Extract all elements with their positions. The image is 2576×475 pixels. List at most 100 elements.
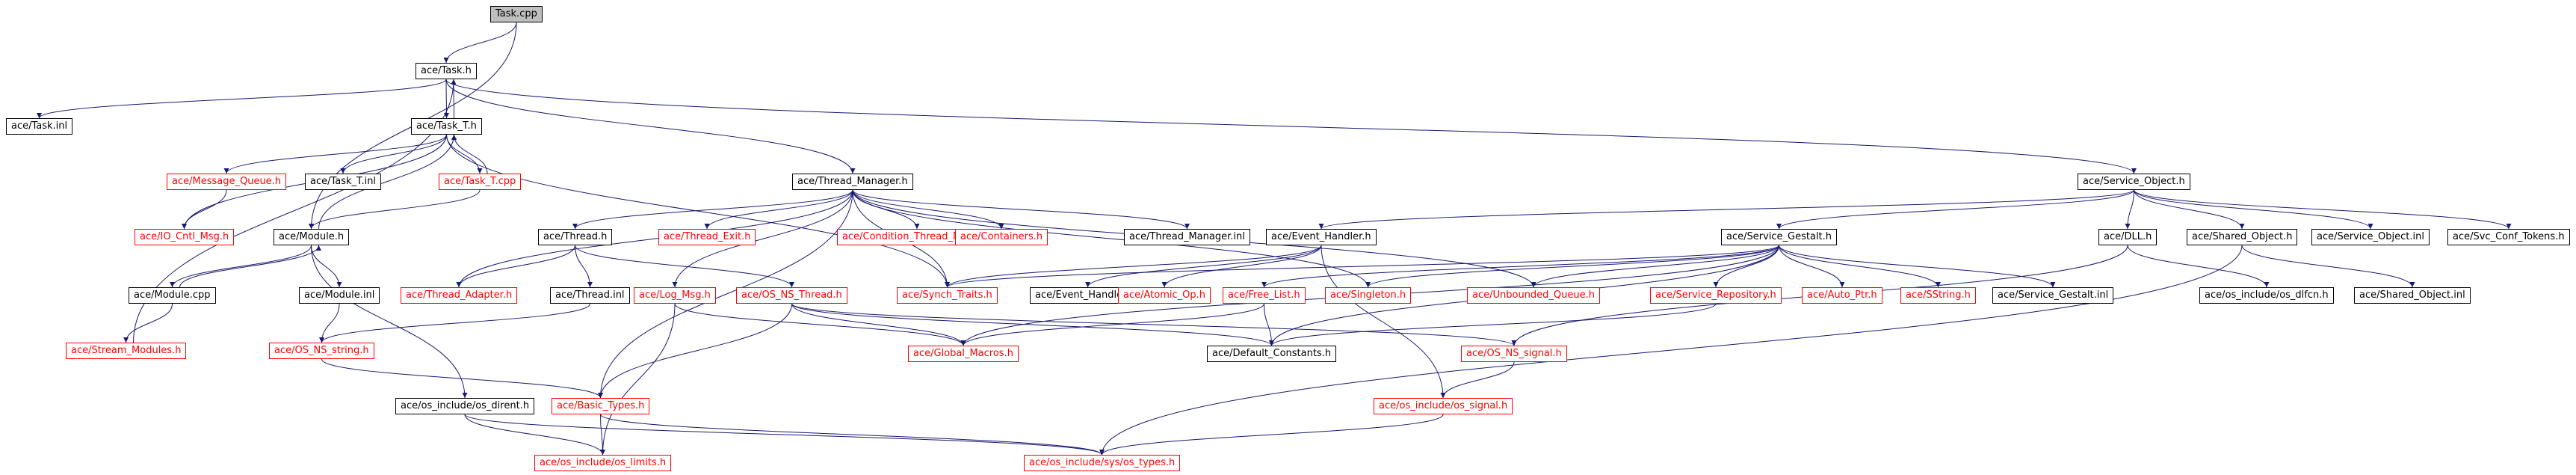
node-free-list-h[interactable]: ace/Free_List.h (1223, 287, 1306, 304)
edge-thread-manager-h-to-thread-exit-h (704, 189, 853, 230)
node-thread-h[interactable]: ace/Thread.h (538, 229, 613, 245)
node-thread-adapter-h[interactable]: ace/Thread_Adapter.h (401, 287, 518, 304)
node-task-inl[interactable]: ace/Task.inl (6, 118, 73, 135)
edge-task-h-to-task-inl (37, 79, 447, 119)
edge-thread-h-to-thread-adapter-h (456, 245, 575, 288)
node-os-ns-string-h[interactable]: ace/OS_NS_string.h (269, 343, 374, 359)
node-default-constants-h[interactable]: ace/Default_Constants.h (1207, 346, 1337, 362)
node-shared-object-inl[interactable]: ace/Shared_Object.inl (2354, 287, 2471, 304)
edge-service-object-h-to-shared-object-h (2134, 189, 2245, 230)
node-service-repository-h[interactable]: ace/Service_Repository.h (1650, 287, 1782, 304)
node-os-ns-thread-h[interactable]: ace/OS_NS_Thread.h (736, 287, 847, 304)
edge-service-object-h-to-event-handler-h (1318, 189, 2134, 230)
node-event-handler-h[interactable]: ace/Event_Handler.h (1266, 229, 1377, 245)
node-global-macros-h[interactable]: ace/Global_Macros.h (908, 346, 1019, 362)
node-task-h[interactable]: ace/Task.h (416, 63, 477, 79)
edge-os-dirent-h-to-os-limits-h (464, 414, 605, 456)
node-service-gestalt-inl[interactable]: ace/Service_Gestalt.inl (1992, 287, 2114, 304)
node-task-t-cpp[interactable]: ace/Task_T.cpp (439, 174, 522, 190)
edge-service-gestalt-h-to-free-list-h (1261, 245, 1779, 288)
node-basic-types-h[interactable]: ace/Basic_Types.h (552, 398, 650, 414)
edge-thread-manager-h-to-singleton-h (852, 189, 1371, 288)
node-os-dirent-h[interactable]: ace/os_include/os_dirent.h (395, 398, 535, 414)
node-shared-object-h[interactable]: ace/Shared_Object.h (2187, 229, 2298, 245)
edge-message-queue-h-to-io-cntl-msg-h (182, 189, 227, 230)
node-auto-ptr-h[interactable]: ace/Auto_Ptr.h (1802, 287, 1882, 304)
edge-thread-manager-h-to-thread-manager-inl (852, 189, 1190, 230)
edge-task-h-to-task-t-h (443, 79, 449, 119)
edge-log-msg-h-to-os-limits-h (600, 303, 676, 456)
node-os-signal-h[interactable]: ace/os_include/os_signal.h (1374, 398, 1513, 414)
edge-service-object-h-to-service-object-inl (2134, 189, 2373, 230)
edge-thread-manager-h-to-condition-thread-mutex-h (852, 189, 920, 230)
node-message-queue-h[interactable]: ace/Message_Queue.h (167, 174, 287, 190)
edge-task-t-cpp-to-module-h (309, 189, 481, 230)
edge-task-h-to-service-object-h (445, 79, 2137, 174)
edge-os-signal-h-to-sys-os-types-h (1099, 414, 1444, 456)
node-thread-inl[interactable]: ace/Thread.inl (550, 287, 630, 304)
edge-log-msg-h-to-global-macros-h (674, 303, 966, 346)
node-thread-exit-h[interactable]: ace/Thread_Exit.h (658, 229, 756, 245)
node-unbounded-queue-h[interactable]: ace/Unbounded_Queue.h (1467, 287, 1601, 304)
edge-service-gestalt-h-to-service-gestalt-inl (1779, 245, 2056, 288)
node-os-ns-signal-h[interactable]: ace/OS_NS_signal.h (1461, 346, 1567, 362)
edge-free-list-h-to-global-macros-h (960, 303, 1264, 346)
node-event-handler-inl[interactable]: ace/Event_Handler.inl (1030, 287, 1146, 304)
edge-module-h-to-os-dirent-h (311, 245, 468, 399)
edge-module-h-to-module-inl (311, 245, 342, 288)
edge-task-t-h-to-task-t-inl (340, 134, 447, 174)
edge-module-cpp-to-module-h (179, 245, 321, 288)
node-thread-manager-inl[interactable]: ace/Thread_Manager.inl (1124, 229, 1250, 245)
edge-thread-manager-h-to-thread-h (572, 189, 853, 230)
node-thread-manager-h[interactable]: ace/Thread_Manager.h (792, 174, 913, 190)
edge-os-ns-thread-h-to-global-macros-h (791, 303, 966, 346)
node-module-cpp[interactable]: ace/Module.cpp (129, 287, 216, 304)
node-log-msg-h[interactable]: ace/Log_Msg.h (634, 287, 716, 304)
edge-task-t-cpp-to-task-t-h (451, 134, 488, 174)
node-sys-os-types-h[interactable]: ace/os_include/sys/os_types.h (1024, 455, 1181, 471)
edge-os-dirent-h-to-sys-os-types-h (464, 414, 1105, 456)
edge-task-t-h-to-message-queue-h (223, 134, 447, 174)
edge-service-object-h-to-dll-h (2125, 189, 2134, 230)
node-module-inl[interactable]: ace/Module.inl (299, 287, 380, 304)
node-service-gestalt-h[interactable]: ace/Service_Gestalt.h (1721, 229, 1838, 245)
edge-os-ns-thread-h-to-default-constants-h (791, 303, 1274, 346)
node-synch-traits-h[interactable]: ace/Synch_Traits.h (897, 287, 998, 304)
node-task-t-h[interactable]: ace/Task_T.h (411, 118, 482, 135)
node-os-limits-h[interactable]: ace/os_include/os_limits.h (534, 455, 672, 471)
edge-thread-manager-h-to-log-msg-h (672, 189, 853, 288)
node-service-object-h[interactable]: ace/Service_Object.h (2078, 174, 2190, 190)
edge-os-ns-thread-h-to-basic-types-h (598, 303, 792, 399)
node-singleton-h[interactable]: ace/Singleton.h (1325, 287, 1412, 304)
edge-os-ns-signal-h-to-os-signal-h (1440, 361, 1515, 399)
node-task-t-inl[interactable]: ace/Task_T.inl (305, 174, 382, 190)
edge-service-repository-h-to-default-constants-h (1269, 303, 1717, 346)
edge-event-handler-h-to-event-handler-inl (1085, 245, 1322, 288)
node-dll-h[interactable]: ace/DLL.h (2098, 229, 2158, 245)
edge-thread-manager-h-to-basic-types-h (598, 189, 853, 399)
edge-service-gestalt-h-to-synch-traits-h (945, 245, 1779, 288)
node-atomic-op-h[interactable]: ace/Atomic_Op.h (1118, 287, 1211, 304)
edge-free-list-h-to-default-constants-h (1264, 303, 1274, 346)
edge-event-handler-h-to-atomic-op-h (1161, 245, 1322, 288)
node-containers-h[interactable]: ace/Containers.h (955, 229, 1048, 245)
edge-service-object-h-to-service-gestalt-h (1776, 189, 2134, 230)
node-io-cntl-msg-h[interactable]: ace/IO_Cntl_Msg.h (135, 229, 235, 245)
node-os-dlfcn-h[interactable]: ace/os_include/os_dlfcn.h (2199, 287, 2334, 304)
edge-basic-types-h-to-os-limits-h (599, 414, 605, 456)
edge-thread-h-to-os-ns-thread-h (575, 245, 794, 288)
node-sstring-h[interactable]: ace/SString.h (1900, 287, 1976, 304)
edge-module-h-to-module-cpp (170, 245, 312, 288)
edge-module-cpp-to-stream-modules-h (123, 303, 173, 343)
node-service-object-inl[interactable]: ace/Service_Object.inl (2311, 229, 2430, 245)
edge-event-handler-h-to-synch-traits-h (945, 245, 1322, 288)
edge-thread-manager-h-to-containers-h (852, 189, 1004, 230)
edge-thread-inl-to-os-ns-string-h (319, 303, 590, 343)
node-stream-modules-h[interactable]: ace/Stream_Modules.h (66, 343, 187, 359)
edge-task-t-h-to-task-t-cpp (446, 134, 483, 174)
node-svc-conf-tokens-h[interactable]: ace/Svc_Conf_Tokens.h (2447, 229, 2570, 245)
edge-module-h-to-task-t-h (318, 134, 457, 230)
node-module-h[interactable]: ace/Module.h (274, 229, 350, 245)
